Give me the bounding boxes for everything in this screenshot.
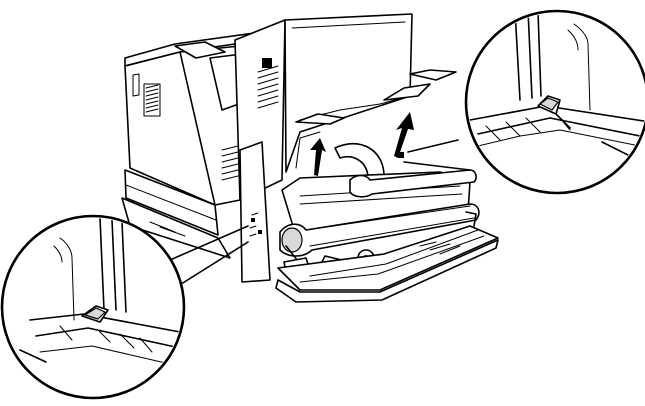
- vent-grill: [143, 83, 161, 117]
- fuser-unit: [279, 169, 480, 273]
- paper-guide-tray: [275, 225, 499, 303]
- printer-body: [121, 19, 286, 283]
- side-door-open: [284, 13, 457, 176]
- side-vent: [221, 145, 239, 181]
- callout-leader-left: [169, 225, 249, 287]
- green-tab-lever: [537, 95, 561, 115]
- callout-leader-right: [398, 139, 471, 171]
- green-tab-lever-left: [81, 305, 109, 323]
- callout-right-lever: [464, 9, 645, 195]
- callout-left-lever: [0, 214, 186, 400]
